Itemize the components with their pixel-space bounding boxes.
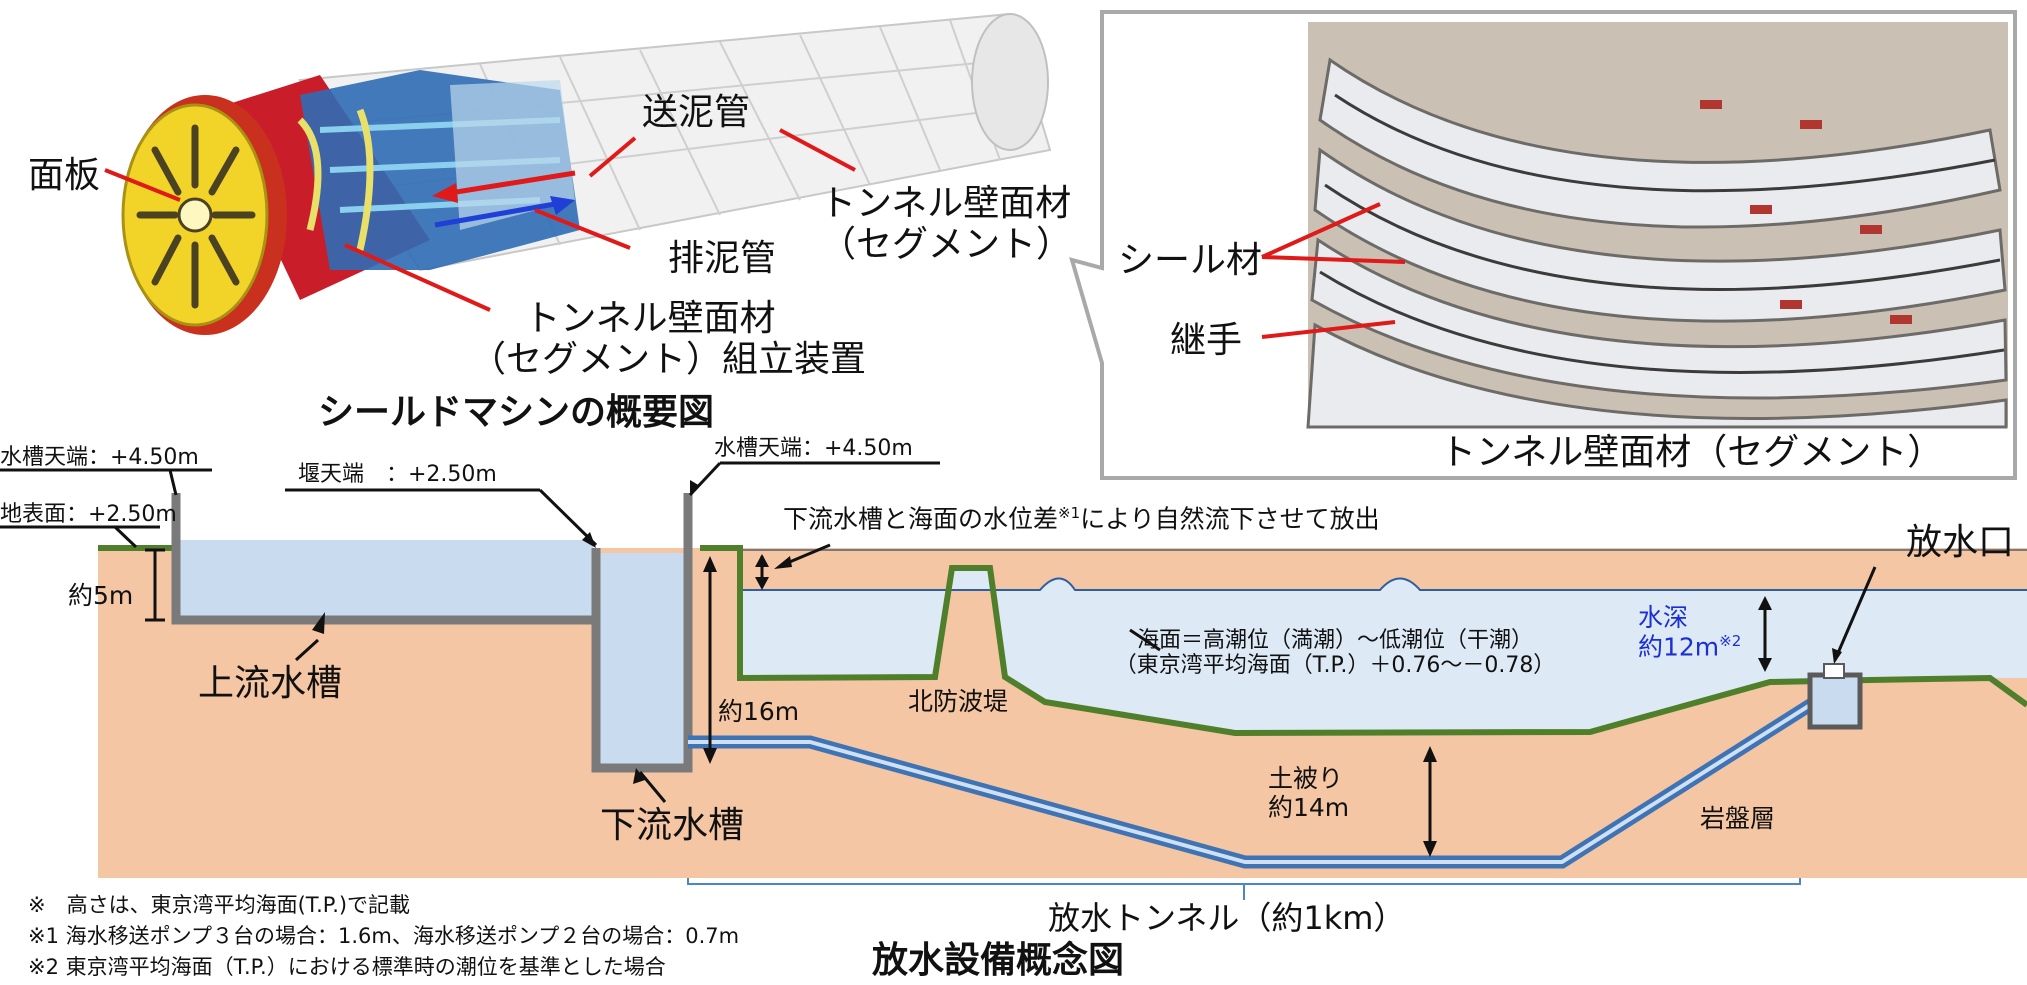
segment-label-line1: トンネル壁面材 xyxy=(820,183,1072,224)
breakwater-label: 北防波堤 xyxy=(908,687,1009,716)
tunnel-label: 放水トンネル（約1km） xyxy=(1048,899,1406,937)
lower-tank-wall xyxy=(591,493,693,773)
pointer-arrowheads xyxy=(312,480,1842,784)
machine-yellow-frames xyxy=(297,108,374,251)
ground-surface-label: 地表面：+2.50m xyxy=(0,502,177,527)
cover-depth-line1: 土被り xyxy=(1268,764,1344,793)
pointer-leaders xyxy=(0,461,1877,803)
feed-flow-arrow xyxy=(449,170,576,196)
footnote-2: ※2 東京湾平均海面（T.P.）における標準時の潮位を基準とした場合 xyxy=(28,955,666,979)
outlet-mouth xyxy=(1823,663,1845,679)
feed-flow-arrowhead xyxy=(432,183,458,203)
water-depth-label: 水深 約12m※2 xyxy=(1638,603,1742,662)
upper-tank-top-label: 水槽天端：+4.50m xyxy=(0,445,199,470)
machine-chamber xyxy=(450,80,575,230)
footnote-1: ※1 海水移送ポンプ３台の場合：1.6m、海水移送ポンプ２台の場合：0.7m xyxy=(28,924,740,948)
sea-water xyxy=(740,568,2027,733)
sea-level-note: 海面＝高潮位（満潮）～低潮位（干潮） （東京湾平均海面（T.P.）＋0.76～－… xyxy=(1075,628,1595,679)
segment-label-line2: （セグメント） xyxy=(820,224,1073,266)
cutter-slits xyxy=(136,124,256,309)
discharge-tunnel-inner xyxy=(688,698,1820,864)
erector-label-line2: （セグメント）組立装置 xyxy=(470,339,867,381)
cutter-hub xyxy=(177,197,213,233)
seal-label: シール材 xyxy=(1118,240,1263,281)
bedrock-label: 岩盤層 xyxy=(1700,804,1776,833)
face-plate-label: 面板 xyxy=(28,155,101,196)
erector-label: トンネル壁面材 （セグメント）組立装置 xyxy=(470,298,867,381)
water-depth-line2: 約12m※2 xyxy=(1638,631,1742,662)
lower-tank-label: 下流水槽 xyxy=(600,805,745,846)
flow-note-footnote-mark: ※1 xyxy=(1058,504,1081,522)
machine-leader-lines xyxy=(104,128,856,312)
footnote-general: ※ 高さは、東京湾平均海面(T.P.)で記載 xyxy=(28,893,411,917)
water-depth-value: 約12m xyxy=(1638,632,1720,662)
discharge-title: 放水設備概念図 xyxy=(872,940,1125,981)
flow-note-tail: により自然流下させて放出 xyxy=(1080,504,1380,534)
photo-caption: トンネル壁面材（セグメント） xyxy=(1440,432,1944,473)
discharge-flow-arrow xyxy=(434,201,556,228)
outlet-structure xyxy=(1807,672,1863,730)
approx-5m-label: 約5m xyxy=(68,581,134,610)
segment-seal-grooves xyxy=(1319,93,2005,374)
approx-16m-label: 約16m xyxy=(718,697,800,726)
water-depth-footnote-mark: ※2 xyxy=(1719,631,1742,650)
dimension-arrowheads xyxy=(703,554,1772,857)
sea-level-line2: （東京湾平均海面（T.P.）＋0.76～－0.78） xyxy=(1114,653,1556,679)
water-depth-line1: 水深 xyxy=(1638,603,1689,632)
slurry-discharge-pipe-label: 排泥管 xyxy=(668,238,777,279)
upper-tank-label: 上流水槽 xyxy=(198,663,343,704)
tunnel-end xyxy=(971,13,1049,151)
segment-bolt-pockets xyxy=(1700,100,1912,324)
lower-tank-top-label: 水槽天端：+4.50m xyxy=(714,436,913,461)
slurry-feed-pipe-label: 送泥管 xyxy=(642,92,751,133)
machine-title: シールドマシンの概要図 xyxy=(318,392,715,433)
sea-level-line1: 海面＝高潮位（満潮）～低潮位（干潮） xyxy=(1136,628,1533,653)
upper-tank-water xyxy=(178,540,593,620)
lower-tank-water xyxy=(600,553,685,768)
joint-label: 継手 xyxy=(1170,320,1243,361)
flow-note-text: 下流水槽と海面の水位差 xyxy=(783,504,1059,534)
cover-depth-line2: 約14m xyxy=(1268,792,1350,822)
photo-leader-lines xyxy=(1261,202,1406,339)
segment-label: トンネル壁面材 （セグメント） xyxy=(820,183,1073,266)
tunnel-length-bracket xyxy=(687,878,1801,885)
erector-label-line1: トンネル壁面材 xyxy=(524,298,776,339)
outlet-label: 放水口 xyxy=(1906,522,2015,563)
discharge-flow-arrowhead xyxy=(550,196,575,215)
sea-surface-line xyxy=(740,577,2027,591)
cover-depth-label: 土被り 約14m xyxy=(1268,764,1350,823)
weir-top-label: 堰天端 ：+2.50m xyxy=(298,462,497,487)
flow-note: 下流水槽と海面の水位差※1により自然流下させて放出 xyxy=(783,504,1380,534)
